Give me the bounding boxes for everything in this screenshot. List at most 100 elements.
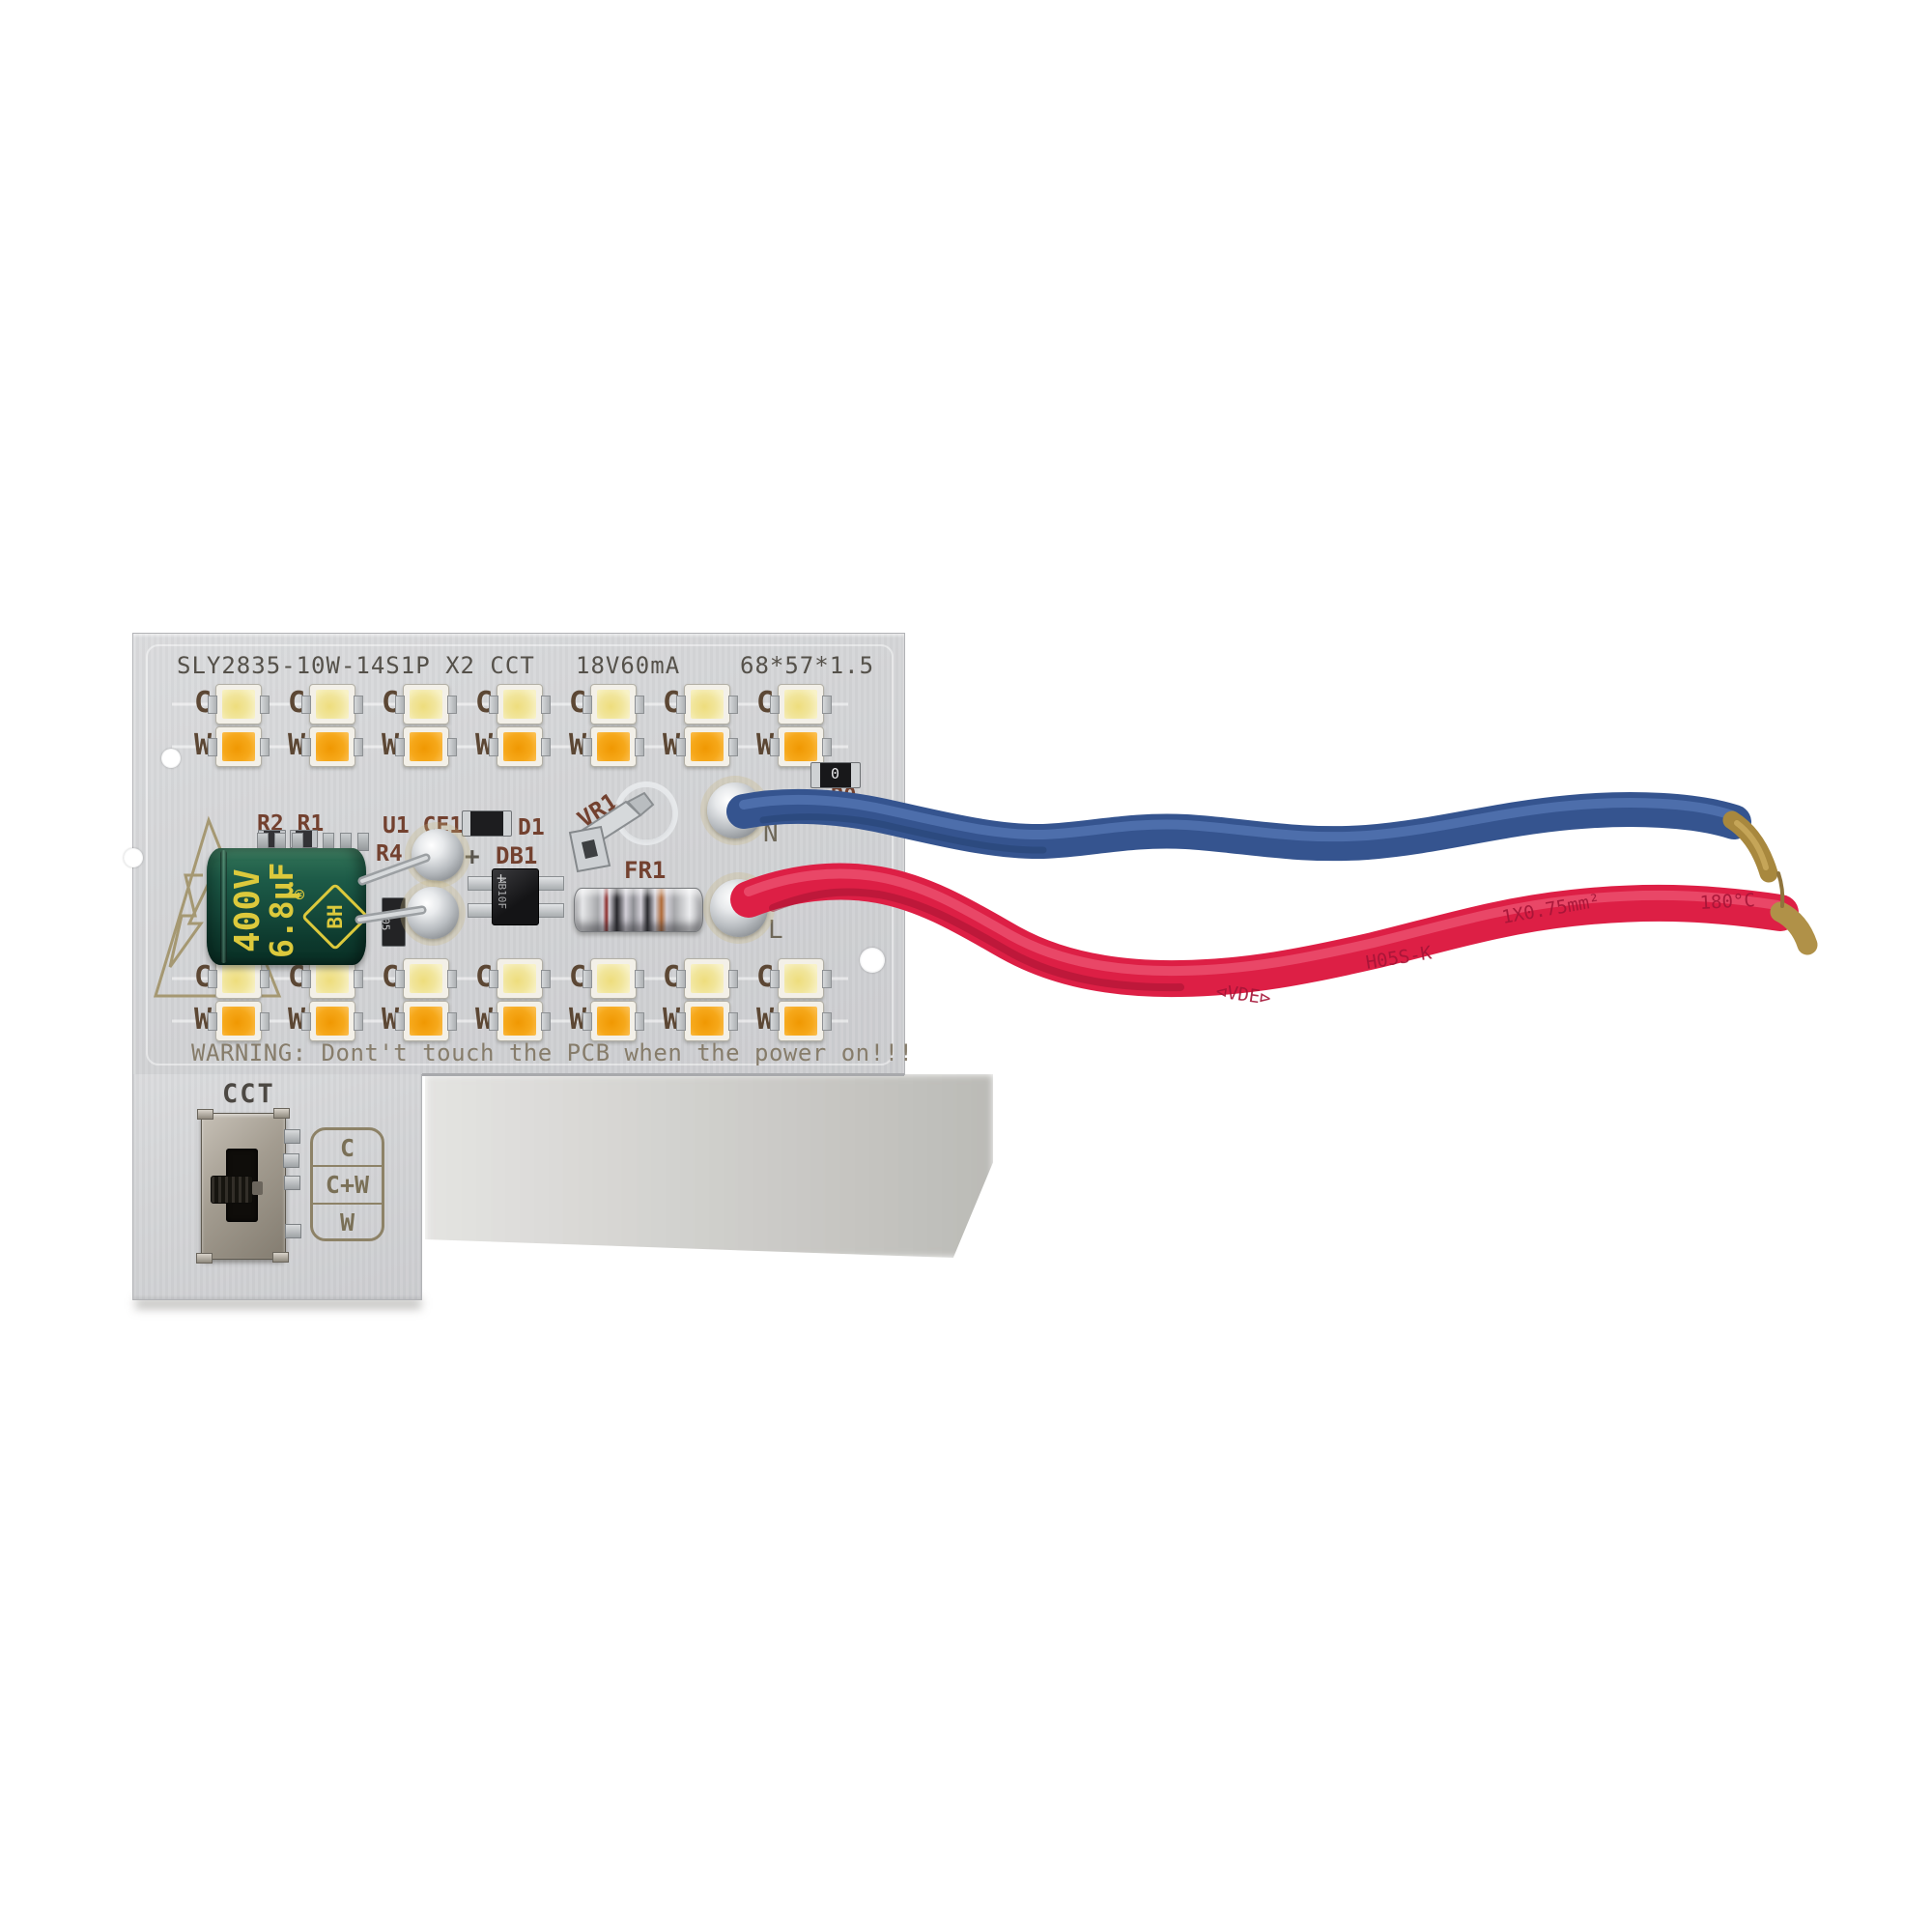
cct-slide-switch xyxy=(196,1108,290,1264)
led-chip-cool xyxy=(301,684,363,724)
led-phosphor xyxy=(503,1007,536,1036)
led-channel-label: W xyxy=(475,1003,494,1037)
led-phosphor xyxy=(691,1007,724,1036)
led-chip-warm xyxy=(770,726,832,767)
led-phosphor xyxy=(503,690,536,719)
led-channel-label: W xyxy=(663,1003,681,1037)
registered-mark: ® xyxy=(291,889,311,900)
led-chip-cool xyxy=(770,684,832,724)
red-wire: ⊲VDE⊳ H05S-K 1X0.75mm² 180°C xyxy=(730,863,1818,1009)
switch-knob-pointer xyxy=(252,1181,263,1195)
board-rating-text: 18V60mA xyxy=(576,652,681,679)
led-cell: C xyxy=(756,958,845,999)
led-chip-warm xyxy=(395,726,457,767)
led-channel-label: W xyxy=(475,728,494,762)
led-phosphor xyxy=(316,732,349,761)
switch-pin xyxy=(285,1224,301,1238)
switch-tab xyxy=(273,1108,290,1119)
fusible-resistor-fr1 xyxy=(574,888,703,932)
capacitor-crimp-ring xyxy=(220,850,227,963)
led-chip-cool xyxy=(208,684,270,724)
led-channel-label: W xyxy=(756,1003,775,1037)
led-channel-label: C xyxy=(382,686,400,720)
switch-pin xyxy=(284,1176,300,1190)
led-phosphor xyxy=(784,732,817,761)
bridge-rectifier-db1: + MB10F xyxy=(492,868,539,925)
led-chip-warm xyxy=(489,1001,551,1041)
led-phosphor xyxy=(691,964,724,993)
lightning-bolt-icon xyxy=(168,873,211,968)
legend-divider xyxy=(313,1165,382,1167)
led-cell: C xyxy=(569,958,658,999)
wire-marking-gauge: 1X0.75mm² xyxy=(1500,890,1602,928)
led-cell: W xyxy=(756,1001,845,1041)
switch-pin xyxy=(284,1129,300,1144)
led-chip-warm xyxy=(301,726,363,767)
led-phosphor xyxy=(597,690,630,719)
led-chip-cool xyxy=(770,958,832,999)
db1-pad xyxy=(538,876,564,891)
led-chip-warm xyxy=(208,1001,270,1041)
capacitor-voltage-text: 400V xyxy=(228,868,268,952)
solder-joint-n-wire xyxy=(707,782,763,838)
led-cell: W xyxy=(475,1001,564,1041)
led-phosphor xyxy=(784,964,817,993)
led-chip-cool xyxy=(676,684,738,724)
board-model-text: SLY2835-10W-14S1P X2 CCT xyxy=(177,652,535,679)
led-channel-label: W xyxy=(194,1003,213,1037)
led-phosphor xyxy=(316,690,349,719)
tab-cast-shadow xyxy=(135,1298,421,1309)
led-phosphor xyxy=(691,690,724,719)
cct-options-legend: C C+W W xyxy=(310,1127,384,1241)
led-channel-label: C xyxy=(194,960,213,994)
mounting-hole xyxy=(860,948,885,973)
smd-capacitor-105: 105 xyxy=(379,897,406,947)
blue-wire-tinned-tip xyxy=(1722,810,1778,883)
led-phosphor xyxy=(222,690,255,719)
led-channel-label: C xyxy=(569,686,587,720)
capacitor-value-text: 6.8µF xyxy=(263,862,300,958)
smd-diode-d1 xyxy=(462,810,512,837)
led-channel-label: C xyxy=(288,686,306,720)
led-phosphor xyxy=(222,964,255,993)
db1-pad xyxy=(538,903,564,918)
cct-label: CCT xyxy=(222,1079,275,1109)
led-phosphor xyxy=(597,732,630,761)
led-cell: C xyxy=(475,958,564,999)
label-l-terminal: L xyxy=(768,916,783,945)
label-n-terminal: N xyxy=(763,819,779,848)
switch-knob xyxy=(211,1176,253,1204)
led-phosphor xyxy=(222,732,255,761)
led-channel-label: C xyxy=(382,960,400,994)
mounting-hole xyxy=(161,749,181,768)
option-c: C xyxy=(339,1133,355,1162)
led-phosphor xyxy=(410,964,442,993)
vr1-disc xyxy=(620,787,672,839)
solder-joint-ce1-neg xyxy=(407,887,459,939)
led-phosphor xyxy=(784,1007,817,1036)
led-cell: C xyxy=(194,958,283,999)
led-channel-label: C xyxy=(475,686,494,720)
led-channel-label: W xyxy=(756,728,775,762)
led-phosphor xyxy=(597,1007,630,1036)
label-d1: D1 xyxy=(518,815,545,840)
led-chip-cool xyxy=(676,958,738,999)
switch-tab xyxy=(196,1253,213,1264)
board-cast-shadow xyxy=(425,1074,993,1258)
db1-pad xyxy=(468,903,494,918)
pcb-switch-tab: CCT C C+W W xyxy=(132,1074,422,1300)
db1-pad xyxy=(468,876,494,891)
label-r4: R4 xyxy=(376,841,403,867)
led-cell: C xyxy=(569,684,658,724)
led-channel-label: W xyxy=(382,728,400,762)
led-channel-label: C xyxy=(756,686,775,720)
led-phosphor xyxy=(597,964,630,993)
warning-text: WARNING: Dont't touch the PCB when the p… xyxy=(191,1039,914,1066)
switch-tab xyxy=(197,1109,213,1120)
led-chip-cool xyxy=(489,684,551,724)
led-chip-warm xyxy=(395,1001,457,1041)
led-channel-label: W xyxy=(288,728,306,762)
legend-divider xyxy=(313,1203,382,1205)
led-chip-cool xyxy=(395,684,457,724)
